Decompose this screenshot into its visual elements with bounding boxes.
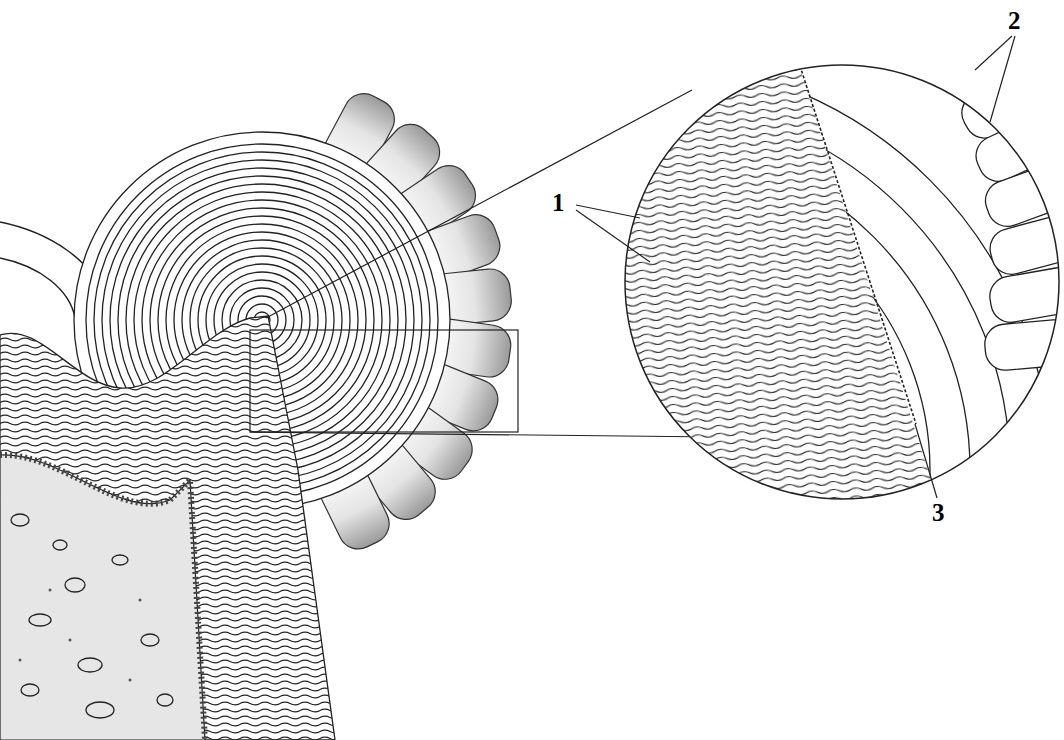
callout-number: 3 [932,500,945,525]
callout-number: 1 [552,190,565,215]
callout-number: 2 [1008,8,1021,33]
